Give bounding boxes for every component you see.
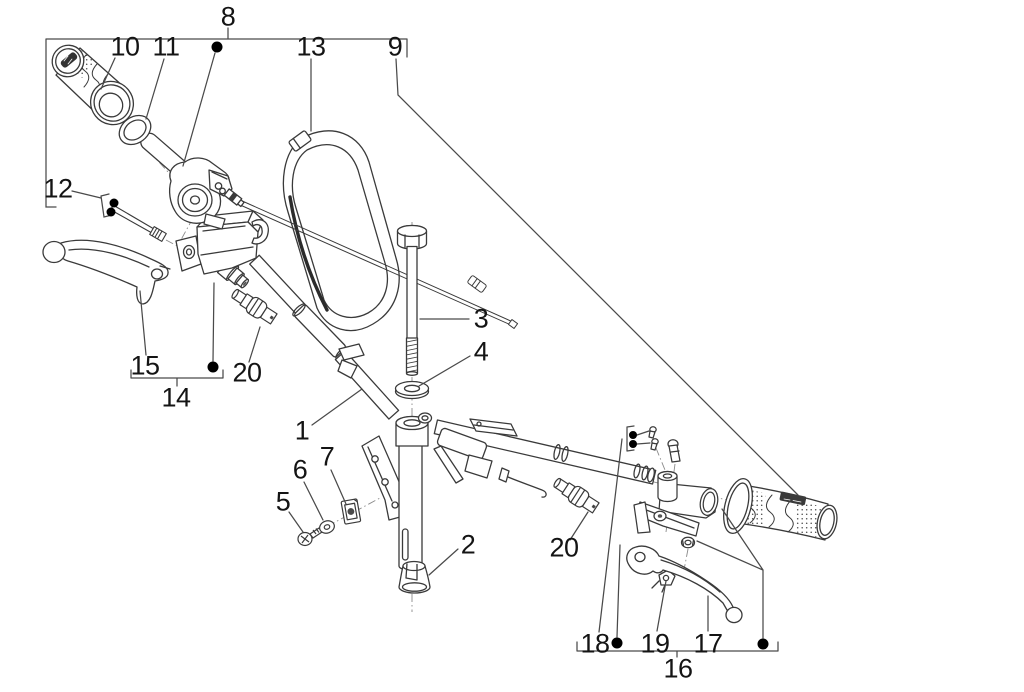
anchor-dot-16-right <box>757 638 769 650</box>
throttle-cable <box>237 199 519 329</box>
leader-8 <box>45 27 408 208</box>
leader-lines <box>45 27 799 658</box>
part-screw-5 <box>297 527 323 547</box>
callout-16: 16 <box>663 653 693 684</box>
callout-14: 14 <box>161 382 191 413</box>
callout-3: 3 <box>473 303 489 334</box>
leader-11 <box>145 58 165 120</box>
part-steering-stem <box>395 412 433 571</box>
part-ring-nut-11 <box>118 114 152 146</box>
part-switch-20-left <box>231 288 278 325</box>
callout-1: 1 <box>294 415 310 446</box>
part-washer-6 <box>319 520 335 534</box>
part-clip-nut-7 <box>340 498 362 525</box>
cable-adjuster-barrel <box>467 275 487 293</box>
callout-10: 10 <box>110 31 140 62</box>
part-right-grip <box>723 478 838 541</box>
part-cone-2 <box>398 560 431 594</box>
anchor-dot-18-lower <box>629 440 637 448</box>
callout-17: 17 <box>693 628 723 659</box>
leader-5 <box>288 511 304 533</box>
callout-11: 11 <box>152 31 180 62</box>
callout-5: 5 <box>275 486 291 517</box>
anchor-dot-12-upper <box>109 198 119 208</box>
leader-19 <box>656 580 667 632</box>
callout-20-right: 20 <box>549 532 579 563</box>
part-bolt-3 <box>396 224 428 376</box>
callout-6: 6 <box>292 454 308 485</box>
callout-4: 4 <box>473 336 489 367</box>
leader-8-dot <box>182 52 216 167</box>
leader-7 <box>330 469 347 505</box>
callout-9: 9 <box>387 31 403 62</box>
anchor-dot-18-upper <box>629 431 637 439</box>
leader-4 <box>418 355 471 387</box>
leader-9 <box>395 58 799 496</box>
callout-19: 19 <box>640 628 670 659</box>
callout-8: 8 <box>220 1 236 32</box>
callout-7: 7 <box>319 441 335 472</box>
callout-18: 18 <box>580 628 610 659</box>
anchor-dot-12-lower <box>106 207 116 217</box>
part-right-brake-lever <box>626 545 743 624</box>
leader-20-right <box>569 511 589 541</box>
part-left-brake-lever <box>42 239 171 305</box>
callout-12: 12 <box>43 173 73 204</box>
bracket-14 <box>130 369 224 387</box>
part-left-grip <box>51 44 135 126</box>
cable-loop-13 <box>282 130 400 332</box>
callout-2: 2 <box>460 529 476 560</box>
callout-13: 13 <box>296 31 326 62</box>
bracket-16 <box>576 641 779 658</box>
leader-20-left <box>248 326 261 363</box>
leader-16-dot-right <box>696 508 764 639</box>
bracket-18-dots <box>626 425 651 452</box>
leader-16-dot-left <box>616 544 621 638</box>
anchor-dot-16-left <box>611 637 623 649</box>
leader-10 <box>100 57 116 90</box>
leader-2 <box>428 548 459 576</box>
part-throttle-assembly <box>140 132 245 230</box>
anchor-dot-8 <box>211 41 223 53</box>
callout-20-left: 20 <box>232 357 262 388</box>
leader-6 <box>303 481 324 521</box>
part-switch-20-right <box>553 477 600 514</box>
part-right-lever-bracket <box>633 426 719 549</box>
leader-1 <box>311 388 363 426</box>
cable-end-fitting <box>507 319 519 329</box>
callout-15: 15 <box>130 350 160 381</box>
anchor-dot-14 <box>207 361 219 373</box>
leader-15 <box>139 290 147 356</box>
leader-18 <box>598 438 623 633</box>
leader-14-dot <box>212 282 215 362</box>
part-handlebar <box>249 254 657 521</box>
